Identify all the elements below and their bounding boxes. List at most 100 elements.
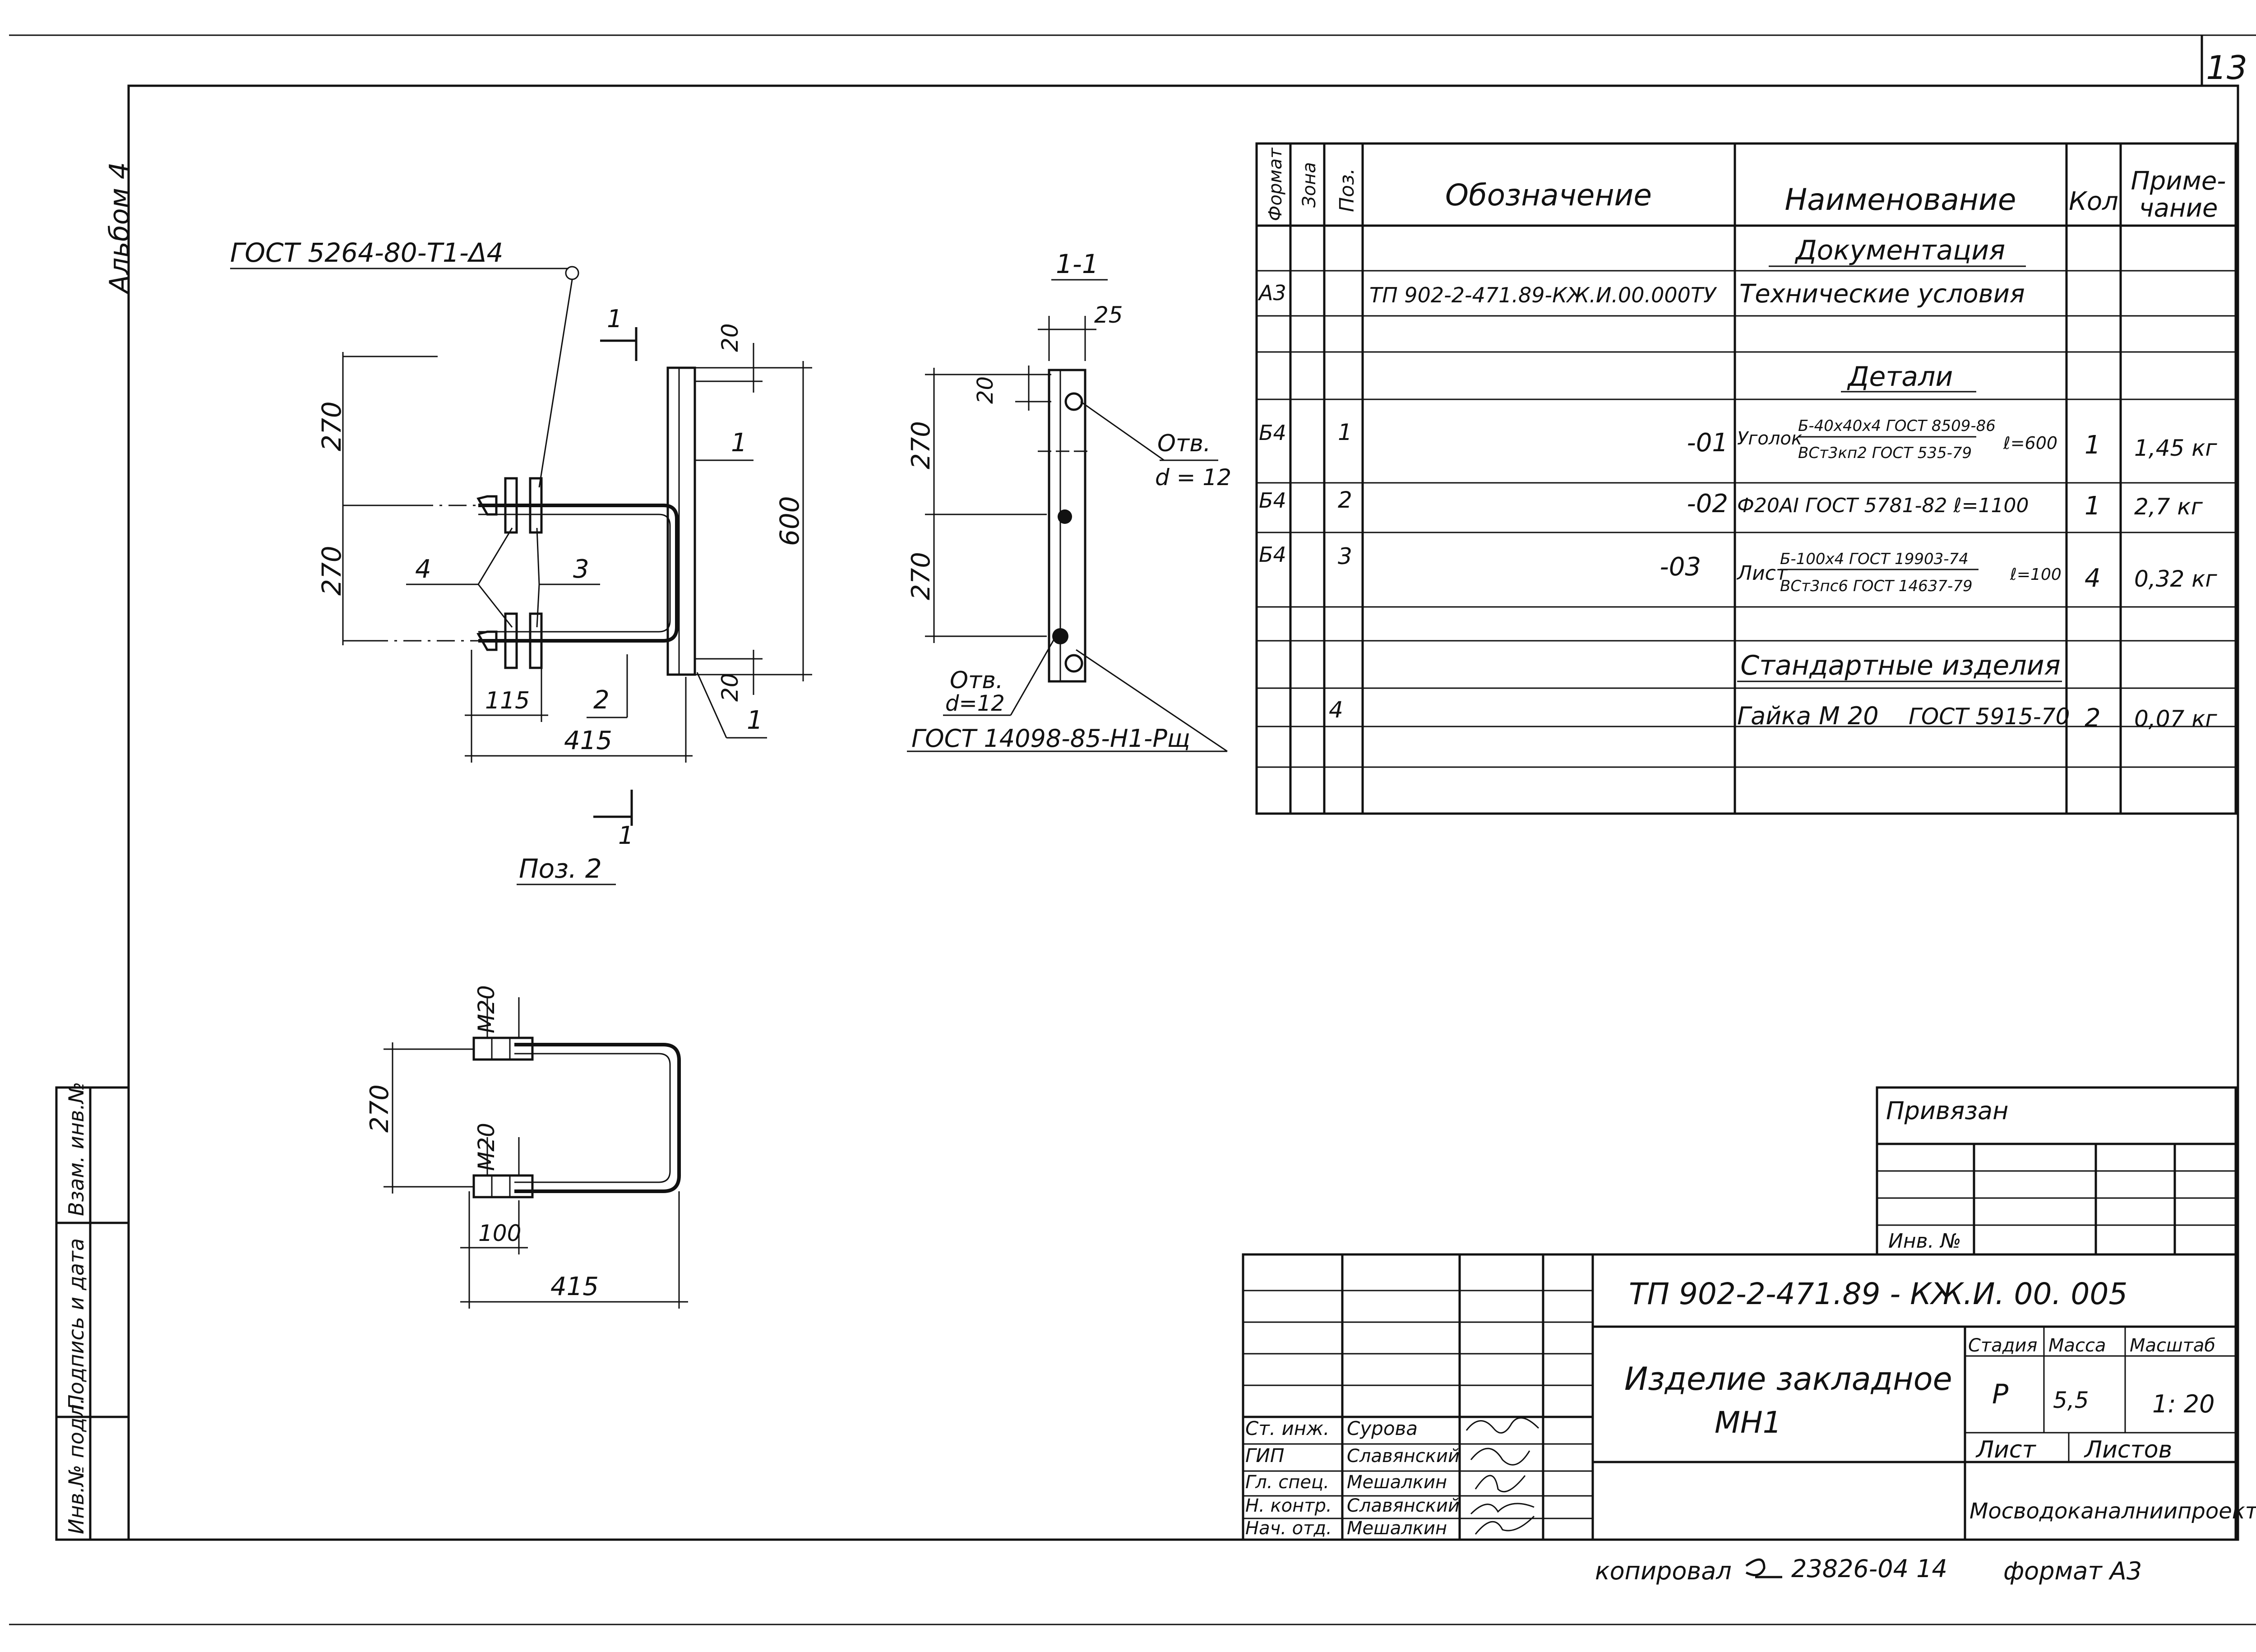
privyazan-block: Привязан Инв. № [1876,1086,2237,1256]
dim-270-a: 270 [316,401,347,451]
row3-note: 0,32 кг [2134,566,2217,592]
footer-format: формат А3 [2003,1557,2142,1585]
signature-date-label: Подпись и дата [64,1238,88,1410]
row1-name-bot: ВСт3кп2 ГОСТ 535-79 [1798,444,1972,462]
std-gost: ГОСТ 5915-70 [1909,703,2070,730]
org-name: Мосводоканалниипроект [1969,1499,2256,1524]
pos2-m20-top: М20 [473,985,499,1033]
row3-pos: 3 [1338,543,1352,569]
doc-code: ТП 902-2-471.89 - КЖ.И. 00. 005 [1629,1277,2127,1311]
stage-value: Р [1992,1379,2009,1410]
section-dim-25: 25 [1094,302,1123,328]
doc-name: Технические условия [1739,279,2025,309]
mass-value: 5,5 [2053,1387,2089,1413]
dim-600: 600 [774,496,805,546]
dim-270-b: 270 [316,546,347,596]
gost-weld-label: ГОСТ 5264-80-Т1-Δ4 [230,237,503,268]
row2-qty: 1 [2085,491,2101,521]
scale-value: 1: 20 [2152,1390,2214,1418]
cut-label-top: 1 [607,305,622,333]
row1-name-len: ℓ=600 [2003,433,2057,453]
section-gost: ГОСТ 14098-85-Н1-Рщ [911,724,1190,753]
doc-designation: ТП 902-2-471.89-КЖ.И.00.000ТУ [1369,283,1717,307]
stage-label: Стадия [1968,1335,2037,1356]
pos2-dim-100: 100 [478,1220,521,1246]
row1-format: Б4 [1259,421,1286,445]
hole-bot-d: d=12 [945,691,1005,716]
role-4: Нач. отд. [1245,1518,1332,1539]
privyazan-inv-label: Инв. № [1888,1230,1961,1253]
left-stamp: Инв.№ подл. Подпись и дата Взам. инв.№ [55,1082,130,1541]
hole-top-label: Отв. [1157,430,1211,457]
row3-name-main: Лист [1736,562,1788,585]
row1-qty: 1 [2085,430,2101,460]
row2-note: 2,7 кг [2134,494,2203,520]
hdr-note-1: Приме- [2131,167,2226,196]
std-pos: 4 [1329,697,1343,723]
cut-label-bottom: 1 [618,821,633,850]
section-title: 1-1 [1056,249,1099,279]
role-0: Ст. инж. [1245,1417,1329,1439]
signature-0 [1465,1417,1539,1434]
role-3: Н. контр. [1245,1495,1332,1516]
leader-1-a: 1 [731,428,747,458]
hole-bot-label: Отв. [950,667,1003,694]
row3-name-len: ℓ=100 [2010,565,2062,584]
leader-4: 4 [415,555,431,584]
pos2-dim-270: 270 [365,1084,394,1133]
hdr-designation: Обозначение [1445,178,1652,213]
signature-4 [1475,1515,1535,1535]
row1-note: 1,45 кг [2134,435,2217,461]
footer-order: 23826-04 14 [1791,1555,1947,1583]
dim-20-top: 20 [717,323,743,352]
drawing-frame [127,84,2239,1541]
scale-label: Масштаб [2130,1335,2215,1356]
hdr-format: Формат [1265,147,1286,221]
section-parts: Детали [1847,361,1953,393]
album-label: Альбом 4 [104,162,135,295]
hdr-note-2: чание [2139,194,2218,223]
person-0: Сурова [1347,1417,1418,1439]
vzam-inv-label: Взам. инв.№ [64,1082,88,1216]
copyist-signature [1745,1558,1782,1578]
person-1: Славянский [1347,1446,1460,1467]
pos2-m20-bot: М20 [473,1123,499,1171]
role-1: ГИП [1245,1444,1284,1467]
mass-label: Масса [2048,1335,2106,1356]
sheets-label: Листов [2084,1436,2172,1463]
row3-format: Б4 [1259,542,1286,567]
dim-20-bot: 20 [717,673,743,702]
footer: копировал 23826-04 14 формат А3 [1595,1555,2142,1585]
std-name: Гайка М 20 [1737,702,1879,730]
row3-qty: 4 [2085,564,2101,593]
section-docs: Документация [1794,235,2005,266]
row2-designation: -02 [1687,489,1728,518]
signature-1 [1470,1448,1530,1466]
signature-3 [1470,1503,1535,1515]
main-view: ГОСТ 5264-80-Т1-Δ4 1 270 270 [230,237,812,885]
leader-3: 3 [573,555,589,584]
sheet-number: 13 [2206,49,2247,87]
row2-pos: 2 [1338,487,1352,513]
spec-table: Формат Зона Поз. Обозначение Наименовани… [1255,142,2237,815]
person-4: Мешалкин [1347,1518,1447,1539]
row2-format: Б4 [1259,488,1286,513]
inv-no-podl-label: Инв.№ подл. [64,1397,88,1534]
row1-name-main: Уголок [1737,428,1802,449]
person-3: Славянский [1347,1495,1460,1516]
std-note: 0,07 кг [2134,706,2217,732]
hdr-name: Наименование [1785,182,2016,217]
leader-1-b: 1 [747,706,763,735]
pos2-view: М20 М20 270 100 415 [365,985,688,1309]
role-2: Гл. спец. [1245,1472,1329,1493]
sheet-label: Лист [1975,1436,2036,1463]
row3-name-top: Б-100х4 ГОСТ 19903-74 [1780,550,1969,568]
doc-format: А3 [1257,281,1286,305]
row2-name-main: Ф20АI ГОСТ 5781-82 ℓ=1100 [1737,494,2029,517]
person-2: Мешалкин [1347,1472,1447,1493]
hdr-pos: Поз. [1336,168,1359,212]
doc-name-2: МН1 [1715,1405,1782,1440]
row3-designation: -03 [1660,552,1701,582]
signature-2 [1475,1475,1526,1493]
